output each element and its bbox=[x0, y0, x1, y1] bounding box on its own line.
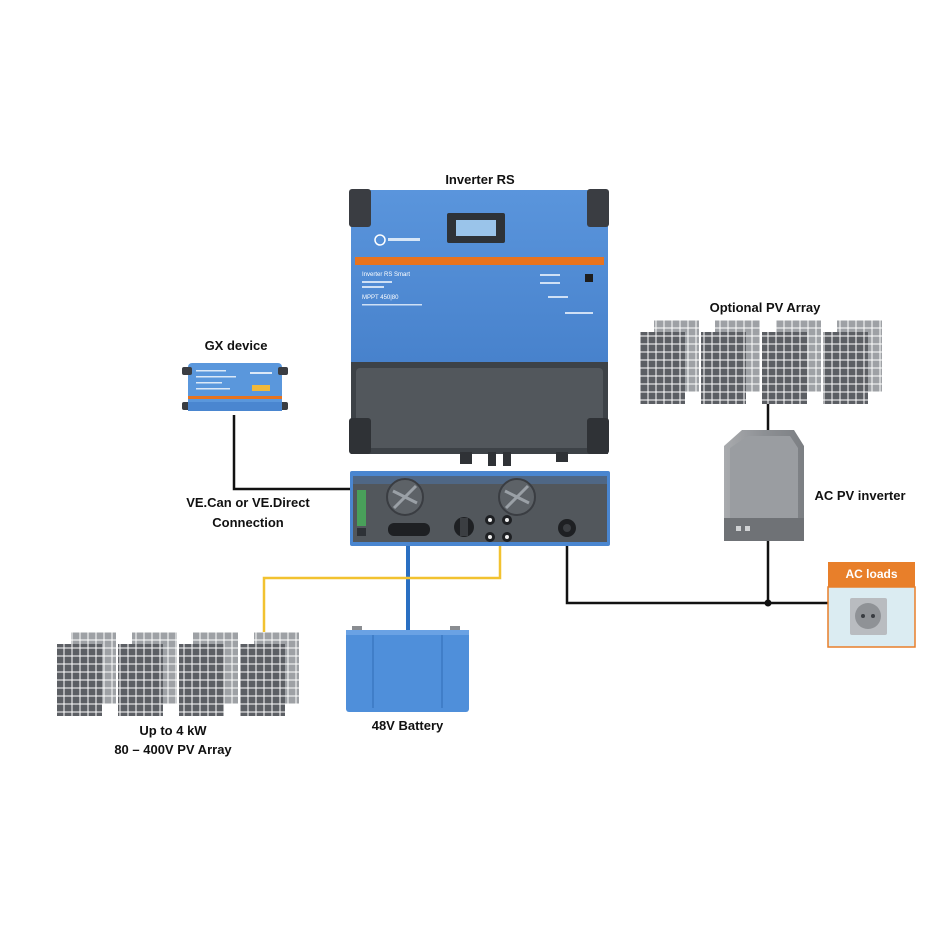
ac-loads-label: AC loads bbox=[845, 567, 898, 581]
pv-array-optional bbox=[640, 320, 882, 404]
ac-junction-dot bbox=[764, 599, 772, 607]
ac-pv-inverter bbox=[724, 430, 804, 541]
solar-panel-2 bbox=[118, 632, 177, 716]
ve-can-cable bbox=[232, 415, 364, 491]
inverter-rs-label: Inverter RS bbox=[445, 172, 515, 187]
ve-connection-label-line2: Connection bbox=[212, 515, 284, 530]
solar-panel-3 bbox=[179, 632, 238, 716]
inverter-orange-band bbox=[355, 257, 604, 265]
optional-panel-3 bbox=[762, 320, 821, 404]
terminal-strip bbox=[357, 490, 366, 526]
pv-connectors bbox=[485, 515, 512, 542]
inverter-connection-box bbox=[350, 471, 610, 546]
ac-loads-box bbox=[827, 562, 916, 648]
battery-label: 48V Battery bbox=[371, 718, 444, 733]
inverter-mppt-text: MPPT 450|80 bbox=[362, 295, 399, 301]
inverter-rs: Inverter RS Smart MPPT 450|80 bbox=[349, 189, 609, 466]
battery-terminal bbox=[388, 523, 430, 536]
solar-panel-1 bbox=[57, 632, 116, 716]
inverter-model-text: Inverter RS Smart bbox=[362, 272, 410, 278]
optional-panel-4 bbox=[823, 320, 882, 404]
pv-array-label-line2: 80 – 400V PV Array bbox=[114, 742, 232, 757]
victron-logo-icon bbox=[374, 234, 420, 246]
fan-left-icon bbox=[386, 478, 424, 516]
rotary-switch-icon bbox=[454, 517, 474, 537]
power-socket-icon bbox=[850, 598, 887, 635]
optional-panel-2 bbox=[701, 320, 760, 404]
ac-pv-inverter-label: AC PV inverter bbox=[814, 488, 906, 503]
ac-output-cable bbox=[565, 528, 828, 605]
pv-dc-cable bbox=[262, 540, 502, 632]
fan-right-icon bbox=[498, 478, 536, 516]
inverter-status-led bbox=[585, 274, 593, 282]
ve-connection-label-line1: VE.Can or VE.Direct bbox=[186, 495, 310, 510]
pv-array-label-line1: Up to 4 kW bbox=[139, 723, 207, 738]
optional-pv-array-label: Optional PV Array bbox=[709, 300, 821, 315]
gx-device bbox=[182, 363, 288, 411]
battery-48v bbox=[346, 626, 469, 712]
optional-panel-1 bbox=[640, 320, 699, 404]
gx-device-label: GX device bbox=[204, 338, 268, 353]
solar-panel-4 bbox=[240, 632, 299, 716]
pv-array-main bbox=[57, 632, 299, 716]
ac-cable-gland bbox=[558, 519, 576, 537]
